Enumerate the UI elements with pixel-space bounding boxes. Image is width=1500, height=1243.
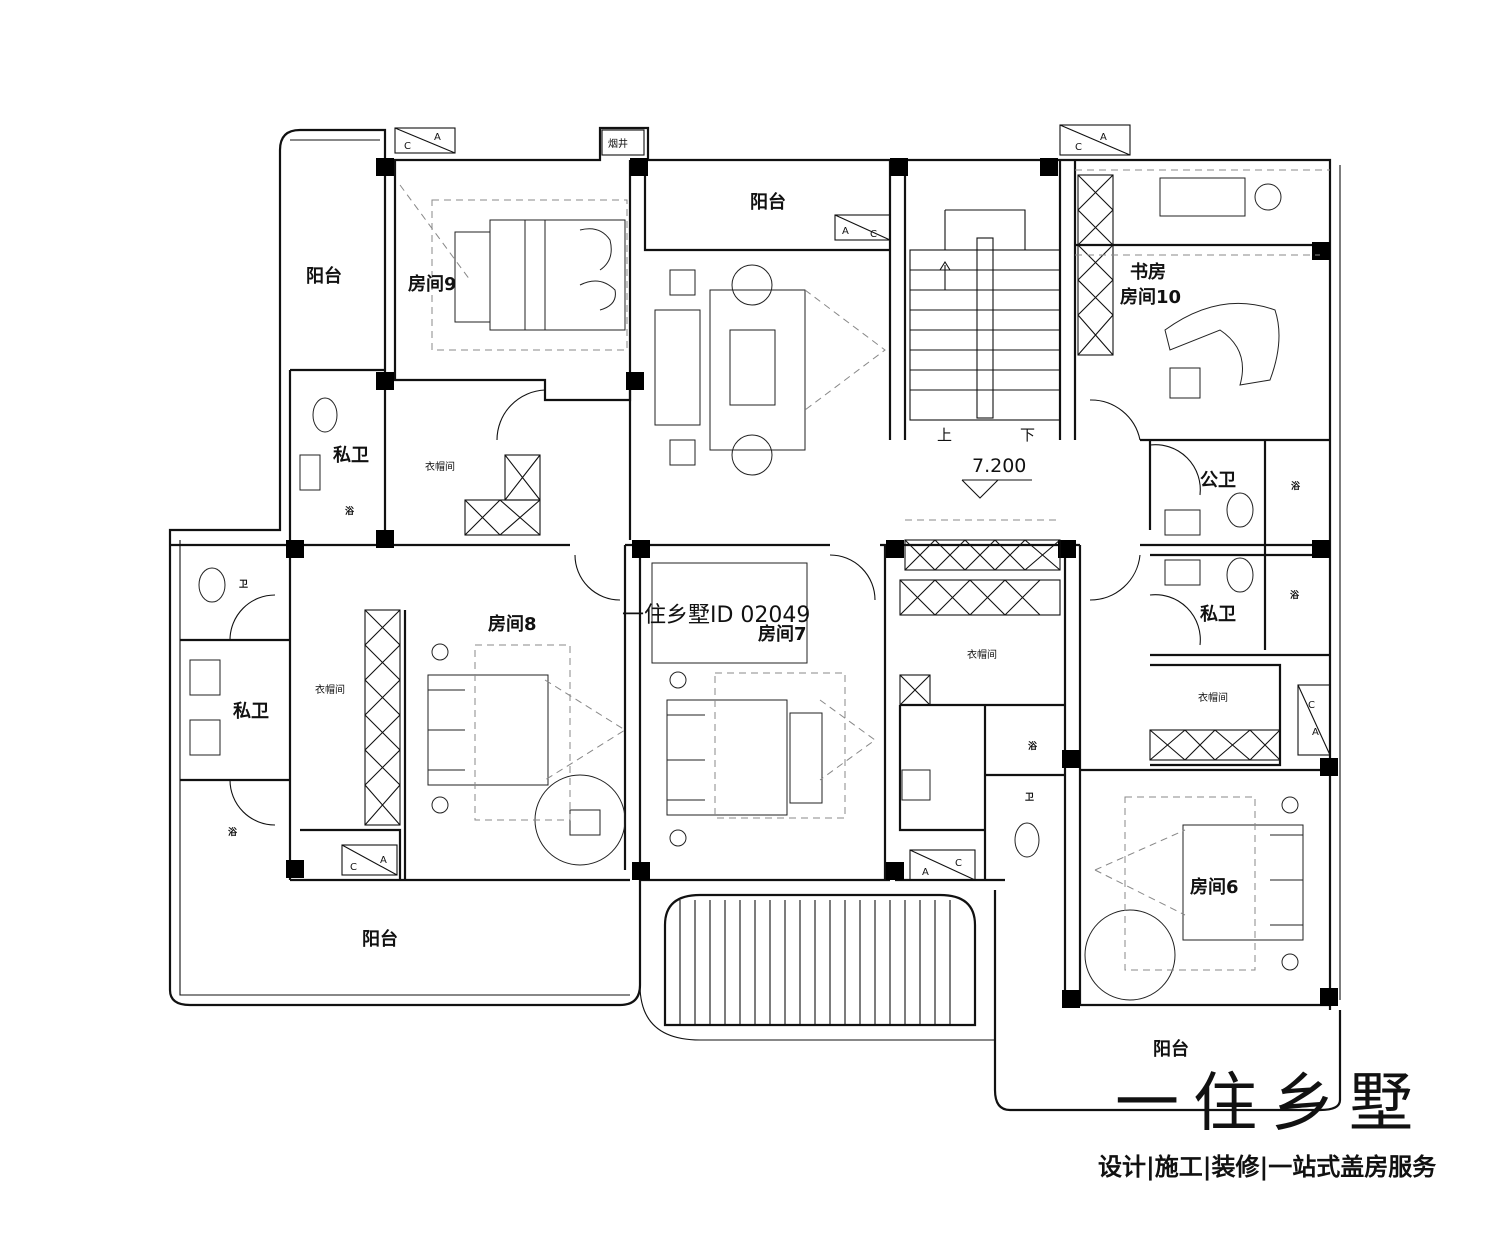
closet-room8-label: 衣帽间 (315, 683, 345, 696)
ac-label: A (842, 226, 849, 237)
interior-walls (170, 160, 1330, 1007)
stair-up-label: 上 (937, 426, 952, 444)
private-bath-right-label: 私卫 (1200, 604, 1236, 625)
ac-label: A (1312, 727, 1319, 738)
stair-down-label: 下 (1020, 426, 1035, 444)
stair-annotation: 上 下 7.200 (937, 426, 1035, 499)
room9-label: 房间9 (408, 273, 457, 295)
door-swings (229, 389, 1201, 826)
ac-label: C (870, 229, 877, 240)
room6-label: 房间6 (1190, 876, 1239, 898)
private-bath-left-lower-label: 私卫 (233, 701, 269, 722)
ac-label: A (922, 867, 929, 878)
ac-label: A (434, 132, 441, 143)
balcony-bottom-right-label: 阳台 (1153, 1038, 1189, 1060)
wc-left-label: 卫 (239, 579, 248, 590)
balcony-top-mid-label: 阳台 (750, 191, 786, 213)
watermark-brand: 一住乡墅 (1115, 1067, 1427, 1141)
room-labels: 阳台 阳台 房间9 书房 房间10 私卫 衣帽间 公卫 私卫 房间8 房间7 房… (228, 191, 1301, 1060)
room8-label: 房间8 (488, 613, 537, 635)
closet-room6-label: 衣帽间 (1198, 691, 1228, 704)
furniture (189, 177, 1304, 1041)
watermark-services: 设计|施工|装修|一站式盖房服务 (1098, 1153, 1437, 1181)
ac-unit-right: C A (1297, 684, 1331, 756)
elevation-marker (961, 479, 1032, 499)
ac-unit-bottom-left: C A (341, 844, 398, 876)
structural-columns (286, 158, 1338, 1008)
shower-left-lower-label: 浴 (228, 826, 238, 838)
ac-label: C (1308, 700, 1315, 711)
ac-label: C (404, 141, 411, 152)
chimney-label: 烟井 (608, 137, 628, 150)
ac-label: C (1075, 142, 1082, 153)
ac-unit-top-mid: A C (834, 214, 891, 241)
ac-label: C (350, 862, 357, 873)
shower-right-2-label: 浴 (1290, 589, 1300, 601)
ac-unit-bottom-mid: A C (909, 849, 976, 881)
wardrobes (364, 174, 1281, 826)
ac-label: A (380, 855, 387, 866)
public-bath-label: 公卫 (1200, 470, 1236, 491)
ac-units: C A A C C A C A A C (341, 124, 1331, 881)
watermark-id: 一住乡墅ID 02049 (622, 603, 810, 628)
ac-unit-top-right: C A (1059, 124, 1131, 156)
ac-label: A (1100, 132, 1107, 143)
study-label: 书房 (1130, 261, 1166, 283)
closet-room9-label: 衣帽间 (425, 460, 455, 473)
staircase (909, 209, 1061, 421)
room7-label: 房间7 (758, 623, 807, 645)
watermarks: 一住乡墅ID 02049 一住乡墅 设计|施工|装修|一站式盖房服务 (622, 603, 1437, 1181)
chimney-shaft: 烟井 (601, 129, 645, 156)
reference-lines (399, 169, 1330, 971)
ac-label: C (955, 858, 962, 869)
private-bath-left-upper-label: 私卫 (333, 445, 369, 466)
outer-walls (168, 126, 1342, 1112)
shower-right-1-label: 浴 (1291, 480, 1301, 492)
closet-room7-label: 衣帽间 (967, 648, 997, 661)
room10-label: 房间10 (1120, 286, 1181, 308)
elevation-label: 7.200 (972, 455, 1026, 477)
balcony-top-left-label: 阳台 (306, 265, 342, 287)
shower-mid-label: 浴 (1028, 740, 1038, 752)
ac-unit-top-left: C A (394, 127, 456, 154)
balcony-bottom-left-label: 阳台 (362, 928, 398, 950)
wc-mid-label: 卫 (1025, 792, 1034, 803)
shower-left-upper-label: 浴 (345, 505, 355, 517)
